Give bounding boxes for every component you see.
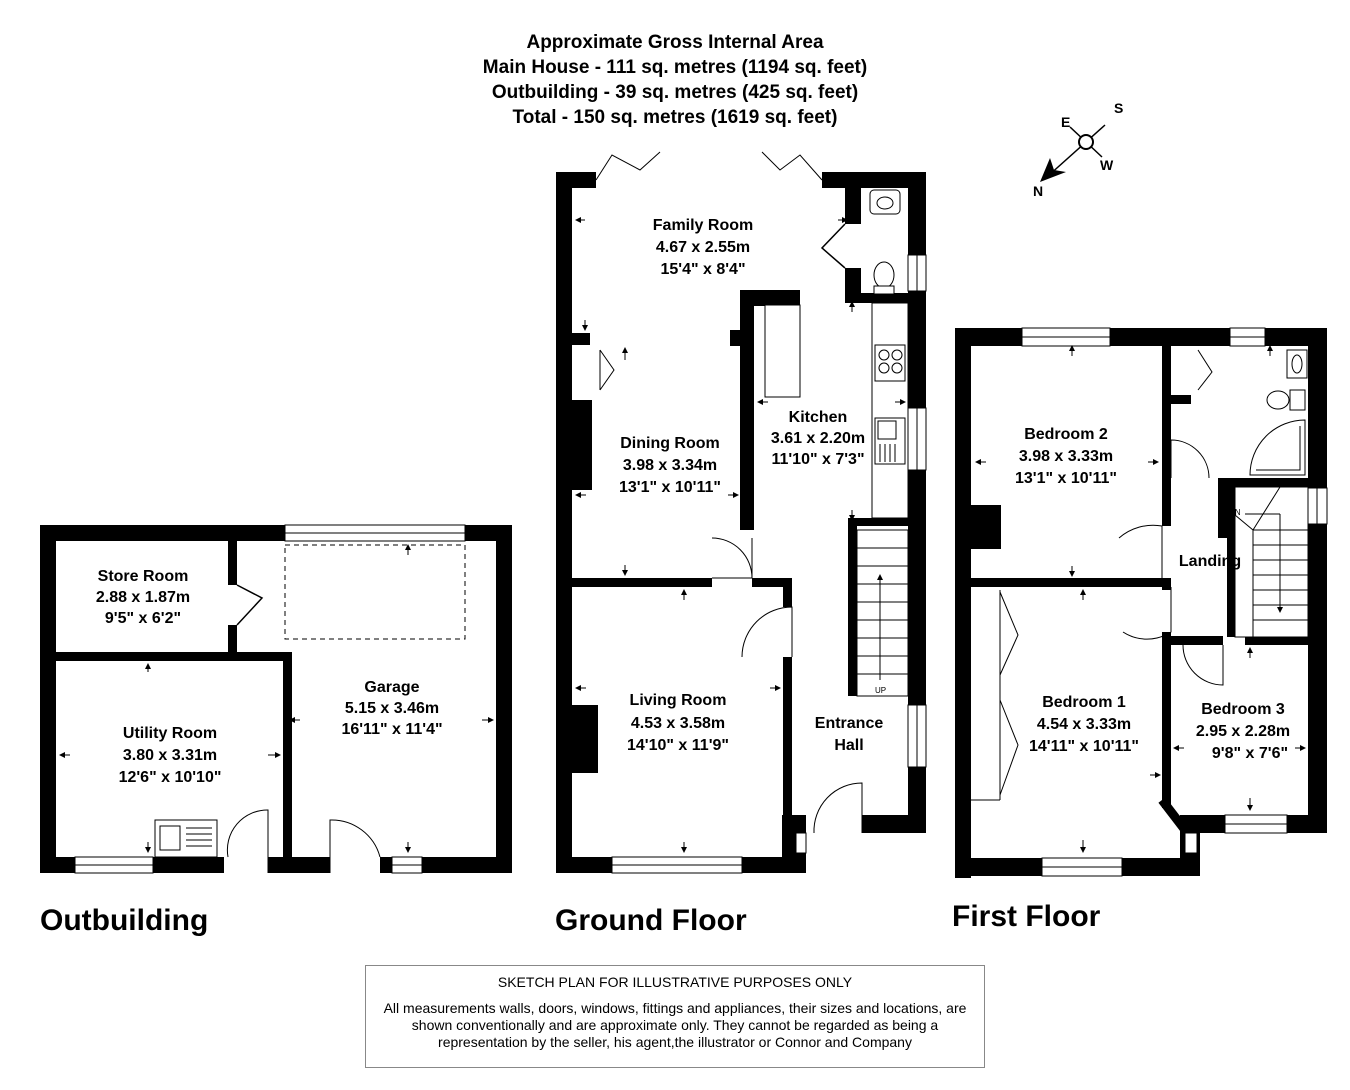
svg-text:Store Room: Store Room bbox=[98, 568, 189, 585]
svg-text:4.67 x 2.55m: 4.67 x 2.55m bbox=[656, 239, 750, 256]
area-title: Approximate Gross Internal Area bbox=[526, 32, 824, 53]
bedroom-3-label: Bedroom 3 2.95 x 2.28m 9'8" x 7'6" bbox=[1196, 701, 1290, 762]
outbuilding-area: Outbuilding - 39 sq. metres (425 sq. fee… bbox=[491, 82, 859, 103]
svg-text:Kitchen: Kitchen bbox=[789, 409, 848, 426]
compass-n: N bbox=[1033, 183, 1043, 199]
bedroom-1-label: Bedroom 1 4.54 x 3.33m 14'11" x 10'11" bbox=[1029, 694, 1139, 755]
ground-floor-plan bbox=[556, 151, 927, 874]
svg-text:14'10" x 11'9": 14'10" x 11'9" bbox=[627, 737, 729, 754]
ground-floor-title: Ground Floor bbox=[555, 904, 747, 937]
svg-text:Bedroom 2: Bedroom 2 bbox=[1024, 426, 1108, 443]
svg-text:3.61 x 2.20m: 3.61 x 2.20m bbox=[771, 430, 865, 447]
svg-text:Utility Room: Utility Room bbox=[123, 725, 217, 742]
svg-text:9'8" x 7'6": 9'8" x 7'6" bbox=[1212, 745, 1288, 762]
family-room-label: Family Room 4.67 x 2.55m 15'4" x 8'4" bbox=[653, 217, 753, 278]
area-summary: Approximate Gross Internal Area Main Hou… bbox=[0, 30, 1350, 130]
svg-text:Garage: Garage bbox=[364, 679, 419, 696]
first-floor-plan bbox=[955, 327, 1328, 878]
landing-label: Landing bbox=[1179, 553, 1241, 570]
svg-text:2.95 x 2.28m: 2.95 x 2.28m bbox=[1196, 723, 1290, 740]
living-room-label: Living Room 4.53 x 3.58m 14'10" x 11'9" bbox=[627, 692, 729, 754]
svg-text:3.98 x 3.34m: 3.98 x 3.34m bbox=[623, 457, 717, 474]
svg-text:Dining Room: Dining Room bbox=[620, 435, 720, 452]
bedroom-2-label: Bedroom 2 3.98 x 3.33m 13'1" x 10'11" bbox=[1015, 426, 1117, 487]
svg-text:Bedroom 3: Bedroom 3 bbox=[1201, 701, 1285, 718]
stairs-up-label: UP bbox=[875, 686, 886, 695]
svg-text:Living Room: Living Room bbox=[630, 692, 727, 709]
svg-text:13'1" x 10'11": 13'1" x 10'11" bbox=[619, 479, 721, 496]
svg-text:14'11" x 10'11": 14'11" x 10'11" bbox=[1029, 738, 1139, 755]
disclaimer-title: SKETCH PLAN FOR ILLUSTRATIVE PURPOSES ON… bbox=[497, 974, 853, 990]
dining-room-label: Dining Room 3.98 x 3.34m 13'1" x 10'11" bbox=[619, 435, 721, 496]
compass-w: W bbox=[1100, 157, 1114, 173]
total-area: Total - 150 sq. metres (1619 sq. feet) bbox=[512, 107, 838, 128]
svg-text:4.54 x 3.33m: 4.54 x 3.33m bbox=[1037, 716, 1131, 733]
svg-text:Hall: Hall bbox=[834, 737, 863, 754]
svg-text:3.80 x 3.31m: 3.80 x 3.31m bbox=[123, 747, 217, 764]
first-floor-title: First Floor bbox=[952, 900, 1101, 933]
svg-text:13'1" x 10'11": 13'1" x 10'11" bbox=[1015, 470, 1117, 487]
svg-text:Entrance: Entrance bbox=[815, 715, 884, 732]
svg-text:Family Room: Family Room bbox=[653, 217, 753, 234]
stairs-down-label: DN bbox=[1229, 508, 1241, 517]
garage-label: Garage 5.15 x 3.46m 16'11" x 11'4" bbox=[341, 679, 442, 738]
compass-icon: N E S W bbox=[1033, 100, 1123, 199]
disclaimer-box: SKETCH PLAN FOR ILLUSTRATIVE PURPOSES ON… bbox=[365, 965, 985, 1068]
utility-room-label: Utility Room 3.80 x 3.31m 12'6" x 10'10" bbox=[119, 725, 222, 786]
svg-text:15'4" x 8'4": 15'4" x 8'4" bbox=[660, 261, 745, 278]
svg-text:11'10" x 7'3": 11'10" x 7'3" bbox=[771, 451, 864, 468]
disclaimer-text: All measurements walls, doors, windows, … bbox=[383, 1000, 967, 1050]
svg-text:12'6" x 10'10": 12'6" x 10'10" bbox=[119, 769, 222, 786]
svg-text:5.15 x 3.46m: 5.15 x 3.46m bbox=[345, 700, 439, 717]
outbuilding-plan bbox=[40, 524, 512, 874]
svg-text:9'5" x 6'2": 9'5" x 6'2" bbox=[105, 610, 181, 627]
outbuilding-title: Outbuilding bbox=[40, 904, 208, 937]
store-room-label: Store Room 2.88 x 1.87m 9'5" x 6'2" bbox=[96, 568, 190, 627]
compass-e: E bbox=[1061, 114, 1070, 130]
svg-text:4.53 x 3.58m: 4.53 x 3.58m bbox=[631, 715, 725, 732]
svg-text:16'11" x 11'4": 16'11" x 11'4" bbox=[341, 721, 442, 738]
svg-text:3.98 x 3.33m: 3.98 x 3.33m bbox=[1019, 448, 1113, 465]
svg-text:Bedroom 1: Bedroom 1 bbox=[1042, 694, 1126, 711]
main-house-area: Main House - 111 sq. metres (1194 sq. fe… bbox=[482, 57, 868, 78]
kitchen-label: Kitchen 3.61 x 2.20m 11'10" x 7'3" bbox=[771, 409, 865, 468]
svg-text:2.88 x 1.87m: 2.88 x 1.87m bbox=[96, 589, 190, 606]
entrance-hall-label: Entrance Hall bbox=[815, 715, 884, 754]
compass-s: S bbox=[1114, 100, 1123, 116]
